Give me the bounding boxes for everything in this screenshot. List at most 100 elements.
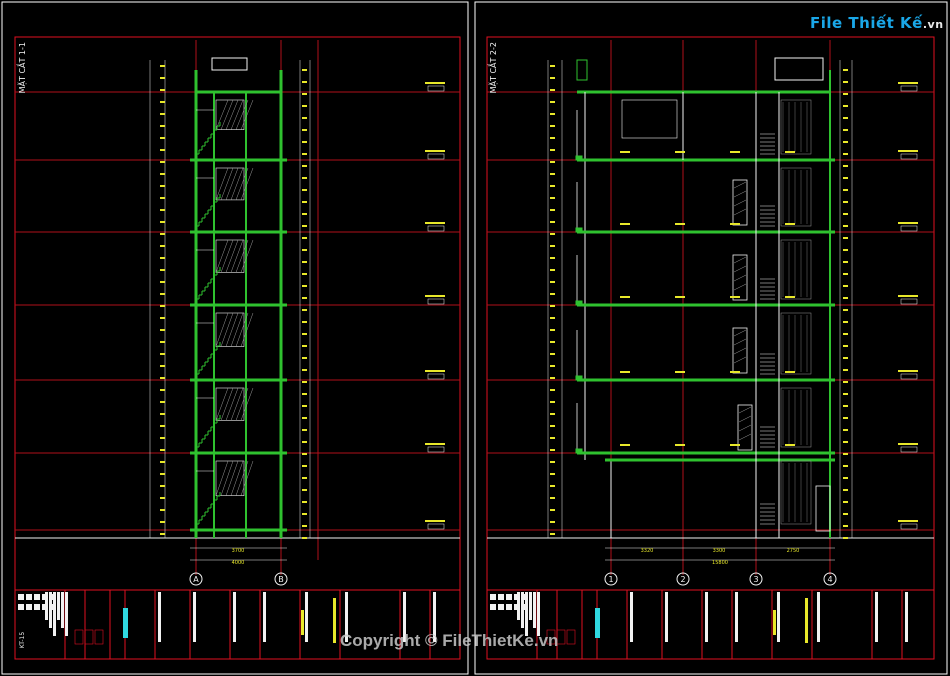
title-bar xyxy=(525,592,528,636)
window-top xyxy=(621,99,678,139)
dim-tick xyxy=(843,93,848,95)
title-note xyxy=(773,610,776,635)
door-hatch xyxy=(733,338,747,346)
dim-tick xyxy=(302,153,307,155)
dim-text-mark xyxy=(785,223,795,225)
dim-tick xyxy=(302,465,307,467)
level-tag xyxy=(425,520,445,522)
title-column-bar xyxy=(193,592,196,642)
title-bar xyxy=(529,592,532,620)
dim-tick xyxy=(160,281,165,283)
dim-text-mark xyxy=(675,151,685,153)
dim-text-mark xyxy=(730,371,740,373)
title-note xyxy=(805,598,808,643)
dim-tick xyxy=(160,233,165,235)
title-mark xyxy=(34,604,40,610)
dim-tick xyxy=(843,441,848,443)
sheet-1-border xyxy=(1,1,469,675)
title-cell xyxy=(84,629,94,645)
axis-label-b: B xyxy=(278,575,284,584)
dim-tick xyxy=(302,513,307,515)
title-cell xyxy=(74,629,84,645)
dim-tick xyxy=(550,449,555,451)
axis-bubble-2 xyxy=(676,572,690,586)
level-tag xyxy=(425,82,445,84)
dim-tick xyxy=(843,429,848,431)
door-hatch xyxy=(733,347,747,355)
dim-tick xyxy=(550,461,555,463)
hatch-line xyxy=(215,312,229,347)
title-column-bar xyxy=(705,592,708,642)
axis-bubble-3 xyxy=(749,572,763,586)
dim-tick xyxy=(160,401,165,403)
dim-tick xyxy=(302,69,307,71)
hatch-line xyxy=(220,460,234,496)
door-hatch xyxy=(733,208,747,216)
dim-tick xyxy=(550,233,555,235)
copyright-watermark: Copyright © FileThietKe.vn xyxy=(340,631,559,650)
dim-text-mark xyxy=(620,371,630,373)
dim-tick xyxy=(550,377,555,379)
door-hatch xyxy=(733,256,747,264)
dim-tick xyxy=(550,197,555,199)
stair-hatch xyxy=(215,460,245,496)
title-mark xyxy=(34,594,40,600)
dim-tick xyxy=(843,489,848,491)
hatch-line xyxy=(235,312,249,347)
sheet-2-frame xyxy=(486,36,935,660)
level-box xyxy=(900,446,918,453)
hatch-line xyxy=(220,99,234,130)
dim-tick xyxy=(550,113,555,115)
axis-label-a: A xyxy=(193,575,199,584)
hatch-line xyxy=(225,167,239,200)
hatch-line xyxy=(240,99,254,130)
dim-tick xyxy=(843,153,848,155)
dim-text-mark xyxy=(675,371,685,373)
dim-tick xyxy=(302,81,307,83)
title-mark xyxy=(498,594,504,600)
door-hatch xyxy=(738,406,752,414)
title-column-bar xyxy=(233,592,236,642)
dim-tick xyxy=(160,257,165,259)
title-logo xyxy=(595,608,600,638)
dim-tick xyxy=(160,221,165,223)
dim-tick xyxy=(550,77,555,79)
dim-text-mark xyxy=(675,444,685,446)
dim-tick xyxy=(843,165,848,167)
door-hatch xyxy=(733,265,747,273)
dim-text-mark xyxy=(620,444,630,446)
dim-tick xyxy=(160,269,165,271)
dim-tick xyxy=(302,225,307,227)
dim-tick xyxy=(550,101,555,103)
dim-tick xyxy=(550,305,555,307)
brand-name: File Thiết Kế xyxy=(810,14,923,32)
dim-tick xyxy=(302,261,307,263)
title-column-bar xyxy=(905,592,908,642)
dim-tick xyxy=(843,333,848,335)
dim-tick xyxy=(843,309,848,311)
level-box xyxy=(900,373,918,380)
dim-tick xyxy=(302,237,307,239)
hatch-line xyxy=(215,460,229,496)
dim-text-mark xyxy=(675,296,685,298)
sheet-2-dimensions xyxy=(547,60,918,561)
dim-text-mark xyxy=(730,151,740,153)
hatch-line xyxy=(240,387,254,421)
dim-tick xyxy=(302,93,307,95)
dim-tick xyxy=(843,249,848,251)
level-box xyxy=(427,85,445,92)
dim-tick xyxy=(302,489,307,491)
dim-tick xyxy=(843,213,848,215)
level-tag xyxy=(898,150,918,152)
dim-text-mark xyxy=(785,444,795,446)
dim-tick xyxy=(302,405,307,407)
dim-tick xyxy=(160,389,165,391)
hatch-line xyxy=(230,167,244,200)
level-box xyxy=(900,225,918,232)
level-tag xyxy=(425,150,445,152)
dim-tick xyxy=(160,473,165,475)
level-box xyxy=(427,523,445,530)
dim-tick xyxy=(160,137,165,139)
title-column-bar xyxy=(817,592,820,642)
dim-tick xyxy=(160,485,165,487)
